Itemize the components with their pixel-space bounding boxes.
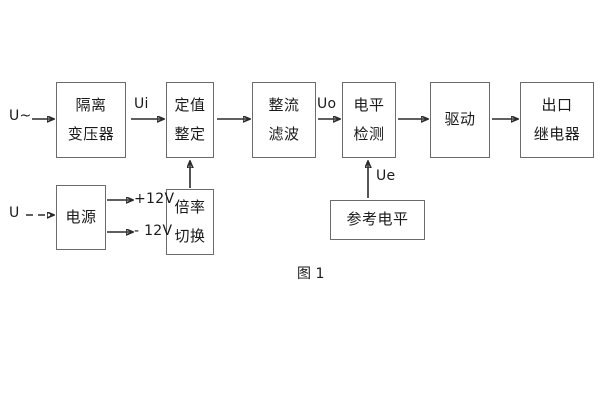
label-ue: Ue <box>376 168 396 184</box>
block-level-detect[interactable]: 电平 检测 <box>342 82 396 158</box>
block-rectify-filter-line2: 滤波 <box>268 124 300 143</box>
block-rectify-filter-line1: 整流 <box>268 95 300 114</box>
block-isolation-transformer-line1: 隔离 <box>75 95 107 114</box>
block-output-relay-line2: 继电器 <box>533 124 581 143</box>
block-level-detect-line2: 检测 <box>353 124 385 143</box>
block-multiplier-switch[interactable]: 倍率 切换 <box>166 189 214 255</box>
block-reference-level-line1: 参考电平 <box>346 210 409 229</box>
block-rectify-filter[interactable]: 整流 滤波 <box>252 82 316 158</box>
block-isolation-transformer-line2: 变压器 <box>67 124 115 143</box>
block-output-relay[interactable]: 出口 继电器 <box>520 82 594 158</box>
label-ui: Ui <box>134 96 149 112</box>
block-power-supply-line1: 电源 <box>65 207 97 226</box>
block-power-supply[interactable]: 电源 <box>56 185 106 250</box>
label-rail-negative: - 12V <box>134 223 173 239</box>
block-multiplier-switch-line1: 倍率 <box>174 197 206 216</box>
block-drive-line1: 驱动 <box>444 110 476 129</box>
label-uo: Uo <box>317 96 337 112</box>
block-isolation-transformer[interactable]: 隔离 变压器 <box>56 82 126 158</box>
block-multiplier-switch-line2: 切换 <box>174 226 206 245</box>
block-setting-value[interactable]: 定值 整定 <box>166 82 214 158</box>
block-setting-value-line1: 定值 <box>174 95 206 114</box>
label-rail-positive: +12V <box>134 191 175 207</box>
block-setting-value-line2: 整定 <box>174 124 206 143</box>
label-input-dc: U <box>9 205 20 221</box>
label-input-ac: U~ <box>9 108 32 124</box>
block-level-detect-line1: 电平 <box>353 95 385 114</box>
block-output-relay-line1: 出口 <box>541 95 573 114</box>
block-drive[interactable]: 驱动 <box>430 82 490 158</box>
block-reference-level[interactable]: 参考电平 <box>330 200 425 240</box>
figure-caption: 图 1 <box>297 266 325 282</box>
